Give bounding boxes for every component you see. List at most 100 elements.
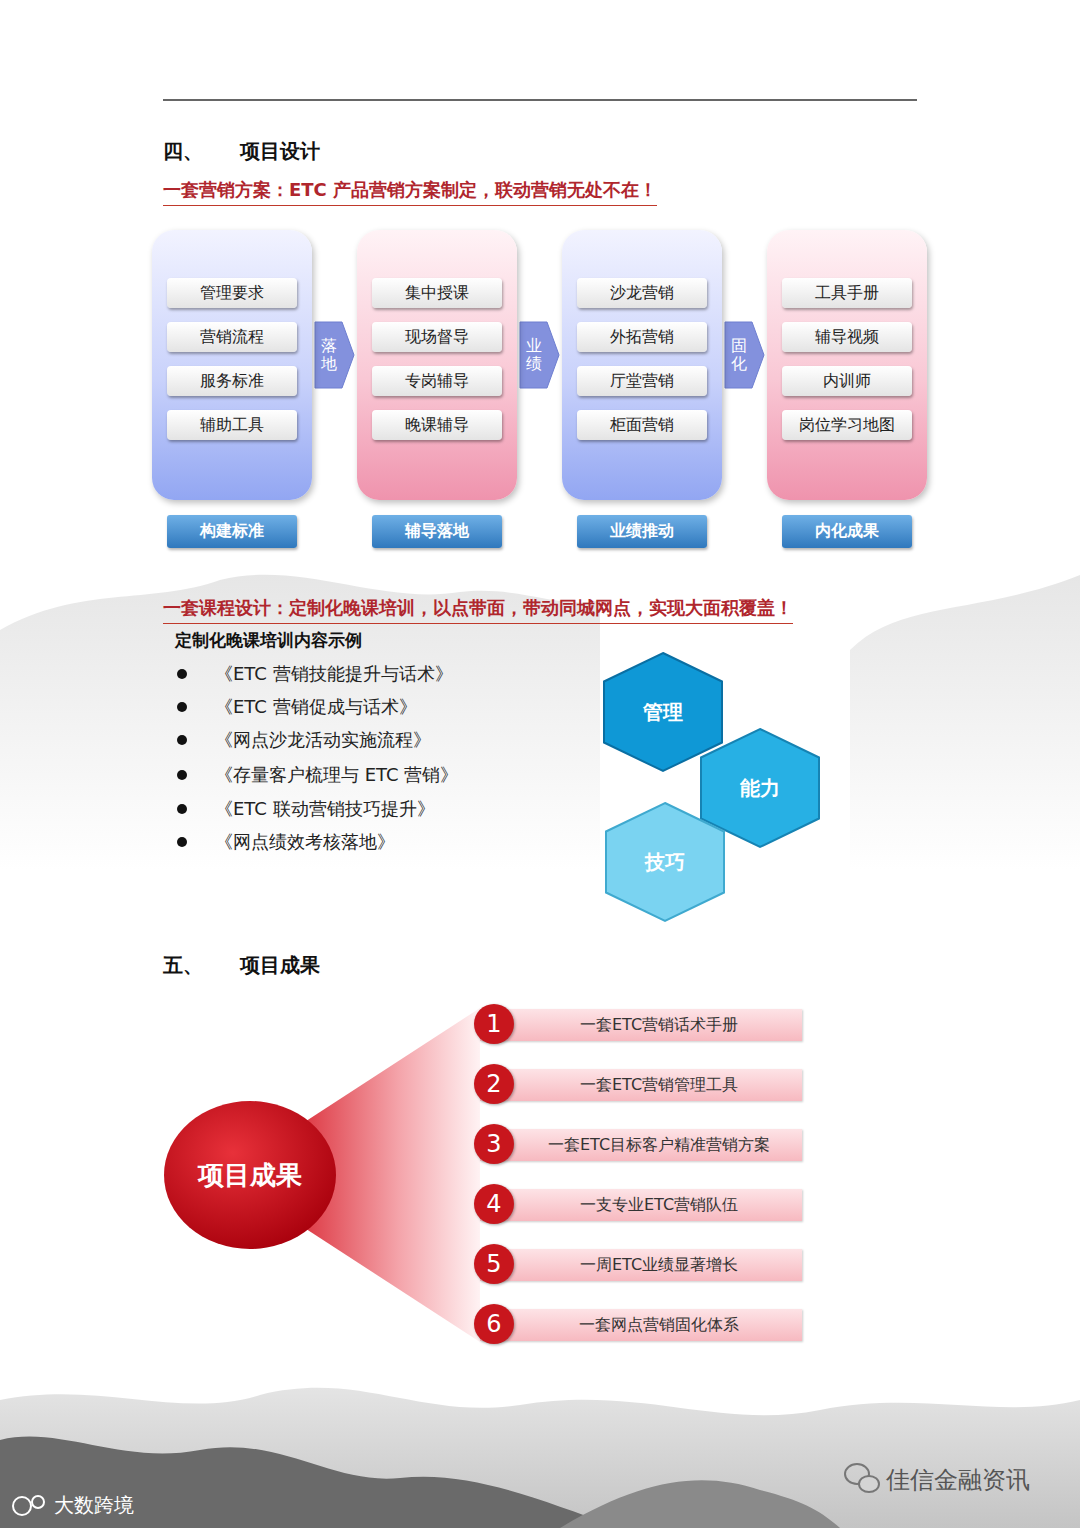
bullet-dot — [177, 735, 187, 745]
callout-number: 1 — [474, 1004, 514, 1044]
result-bar: 1一套ETC营销话术手册 — [480, 1009, 802, 1041]
callout-number: 4 — [474, 1184, 514, 1224]
list-heading: 定制化晚课培训内容示例 — [175, 629, 362, 652]
stage-caption: 构建标准 — [167, 515, 297, 548]
item-box: 辅导视频 — [782, 322, 912, 352]
item-label: 服务标准 — [200, 371, 264, 392]
item-label: 柜面营销 — [610, 415, 674, 436]
item-box: 专岗辅导 — [372, 366, 502, 396]
hexagon-label: 能力 — [740, 775, 780, 802]
item-label: 管理要求 — [200, 283, 264, 304]
item-box: 内训师 — [782, 366, 912, 396]
item-box: 岗位学习地图 — [782, 410, 912, 440]
ellipse-label: 项目成果 — [198, 1158, 302, 1193]
flow-arrow — [520, 322, 559, 388]
hexagon-badge: 技巧 — [604, 801, 726, 923]
item-box: 厅堂营销 — [577, 366, 707, 396]
item-label: 厅堂营销 — [610, 371, 674, 392]
item-box: 外拓营销 — [577, 322, 707, 352]
watermark: 大数跨境 — [54, 1492, 134, 1519]
stage-caption: 内化成果 — [782, 515, 912, 548]
bullet-dot — [177, 770, 187, 780]
mountain — [850, 575, 1080, 870]
result-bar: 3一套ETC目标客户精准营销方案 — [480, 1129, 802, 1161]
course-item: 《网点沙龙活动实施流程》 — [215, 728, 431, 752]
item-box: 现场督导 — [372, 322, 502, 352]
item-box: 工具手册 — [782, 278, 912, 308]
item-box: 柜面营销 — [577, 410, 707, 440]
mountain — [560, 1480, 840, 1528]
arrow-label: 落地 — [321, 337, 337, 372]
item-label: 营销流程 — [200, 327, 264, 348]
hexagon-label: 技巧 — [645, 849, 685, 876]
stage-panel: 构建标准管理要求营销流程服务标准辅助工具 — [152, 230, 312, 500]
hexagon-label: 管理 — [643, 699, 683, 726]
arrow-label: 固化 — [731, 337, 747, 372]
result-text: 一周ETC业绩显著增长 — [520, 1249, 798, 1281]
bullet-dot — [177, 702, 187, 712]
callout-number: 2 — [474, 1064, 514, 1104]
result-text: 一套网点营销固化体系 — [520, 1309, 798, 1341]
bullet-dot — [177, 804, 187, 814]
callout-number: 5 — [474, 1244, 514, 1284]
course-item: 《ETC 联动营销技巧提升》 — [215, 797, 435, 821]
item-label: 内训师 — [823, 371, 871, 392]
course-item: 《存量客户梳理与 ETC 营销》 — [215, 763, 458, 787]
bullet-dot — [177, 837, 187, 847]
sub-heading: 一套课程设计：定制化晚课培训，以点带面，带动同城网点，实现大面积覆盖！ — [163, 596, 793, 624]
section-number: 五、 — [163, 952, 203, 979]
item-box: 服务标准 — [167, 366, 297, 396]
flow-arrow — [725, 322, 764, 388]
item-label: 沙龙营销 — [610, 283, 674, 304]
watermark: 佳信金融资讯 — [886, 1464, 1030, 1496]
stage-panel: 内化成果工具手册辅导视频内训师岗位学习地图 — [767, 230, 927, 500]
mountain — [0, 575, 600, 870]
stage-caption: 辅导落地 — [372, 515, 502, 548]
item-label: 岗位学习地图 — [799, 415, 895, 436]
section-heading: 项目成果 — [240, 952, 320, 979]
item-label: 辅助工具 — [200, 415, 264, 436]
item-label: 专岗辅导 — [405, 371, 469, 392]
result-text: 一套ETC营销管理工具 — [520, 1069, 798, 1101]
course-item: 《网点绩效考核落地》 — [215, 830, 395, 854]
item-box: 沙龙营销 — [577, 278, 707, 308]
item-label: 外拓营销 — [610, 327, 674, 348]
item-box: 集中授课 — [372, 278, 502, 308]
item-label: 现场督导 — [405, 327, 469, 348]
flow-arrow — [315, 322, 354, 388]
wechat-icon — [845, 1464, 879, 1492]
item-box: 辅助工具 — [167, 410, 297, 440]
result-text: 一套ETC营销话术手册 — [520, 1009, 798, 1041]
result-ellipse: 项目成果 — [163, 1100, 337, 1250]
item-label: 晚课辅导 — [405, 415, 469, 436]
result-text: 一套ETC目标客户精准营销方案 — [520, 1129, 798, 1161]
callout-number: 6 — [474, 1304, 514, 1344]
item-label: 辅导视频 — [815, 327, 879, 348]
item-box: 管理要求 — [167, 278, 297, 308]
item-label: 工具手册 — [815, 283, 879, 304]
stage-panel: 辅导落地集中授课现场督导专岗辅导晚课辅导 — [357, 230, 517, 500]
item-box: 营销流程 — [167, 322, 297, 352]
course-item: 《ETC 营销技能提升与话术》 — [215, 662, 453, 686]
stage-caption: 业绩推动 — [577, 515, 707, 548]
result-bar: 5一周ETC业绩显著增长 — [480, 1249, 802, 1281]
result-bar: 4一支专业ETC营销队伍 — [480, 1189, 802, 1221]
mountain — [0, 1388, 1080, 1528]
mountain — [0, 1437, 620, 1528]
section-number: 四、 — [163, 138, 203, 165]
callout-number: 3 — [474, 1124, 514, 1164]
result-bar: 2一套ETC营销管理工具 — [480, 1069, 802, 1101]
sub-heading: 一套营销方案：ETC 产品营销方案制定，联动营销无处不在！ — [163, 178, 657, 206]
item-label: 集中授课 — [405, 283, 469, 304]
logo-icon — [13, 1496, 44, 1515]
arrow-label: 业绩 — [526, 337, 542, 372]
section-heading: 项目设计 — [240, 138, 320, 165]
bullet-dot — [177, 669, 187, 679]
stage-panel: 业绩推动沙龙营销外拓营销厅堂营销柜面营销 — [562, 230, 722, 500]
item-box: 晚课辅导 — [372, 410, 502, 440]
rule-line — [163, 99, 917, 101]
result-bar: 6一套网点营销固化体系 — [480, 1309, 802, 1341]
